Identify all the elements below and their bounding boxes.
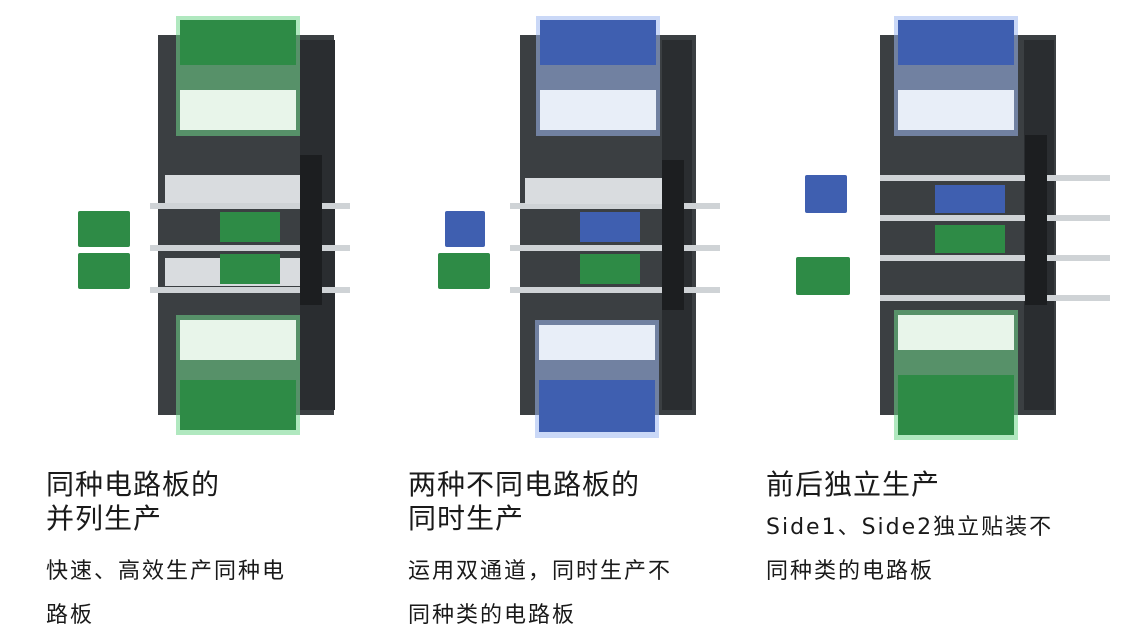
incoming-board (796, 257, 850, 295)
machine-illustration-2 (438, 16, 720, 438)
caption: 前后独立生产 Side1、Side2独立贴装不同种类的电路板 (766, 468, 1053, 594)
panel-title: 同种电路板的并列生产 (46, 468, 221, 535)
machine-illustration-3 (796, 16, 1110, 440)
lane-rail (150, 203, 350, 209)
lane-board (220, 212, 280, 242)
lane-rail (510, 245, 720, 251)
panel-title: 前后独立生产 (766, 468, 941, 501)
caption: 两种不同电路板的同时生产 运用双通道，同时生产不同种类的电路板 (408, 468, 672, 638)
bottom-feeder (898, 315, 1014, 435)
gantry-drive (662, 160, 684, 310)
panel-parallel-same: 同种电路板的并列生产 快速、高效生产同种电路板 (0, 0, 370, 638)
lane-board (935, 225, 1005, 253)
lane-rail (880, 215, 1110, 221)
lane-board (935, 185, 1005, 213)
panel-description: 快速、高效生产同种电路板 (46, 559, 287, 628)
gantry (525, 178, 665, 204)
panel-title: 两种不同电路板的同时生产 (408, 468, 641, 535)
lane-board (580, 254, 640, 284)
lane-board (220, 254, 280, 284)
panel-description: Side1、Side2独立贴装不同种类的电路板 (766, 515, 1054, 584)
incoming-board (805, 175, 847, 213)
top-feeder (898, 20, 1014, 130)
incoming-board (78, 253, 130, 289)
lane-rail (150, 287, 350, 293)
lane-rail (150, 245, 350, 251)
lane-rail (510, 287, 720, 293)
lane-board (580, 212, 640, 242)
bottom-feeder (180, 320, 296, 430)
lane-rail (880, 175, 1110, 181)
incoming-board (438, 253, 490, 289)
panel-front-back-independent: 前后独立生产 Side1、Side2独立贴装不同种类的电路板 (740, 0, 1110, 638)
gantry-drive (1025, 135, 1047, 305)
incoming-board (78, 211, 130, 247)
panel-description: 运用双通道，同时生产不同种类的电路板 (408, 559, 673, 628)
lane-rail (880, 255, 1110, 261)
lane-rail (510, 203, 720, 209)
caption: 同种电路板的并列生产 快速、高效生产同种电路板 (46, 468, 286, 638)
lane-rail (880, 295, 1110, 301)
gantry (165, 175, 315, 203)
top-feeder (180, 20, 296, 130)
top-feeder (540, 20, 656, 130)
panel-dual-different: 两种不同电路板的同时生产 运用双通道，同时生产不同种类的电路板 (370, 0, 740, 638)
bottom-feeder (539, 325, 655, 432)
gantry-drive (300, 155, 322, 305)
incoming-board (445, 211, 485, 247)
machine-illustration-1 (78, 16, 350, 435)
